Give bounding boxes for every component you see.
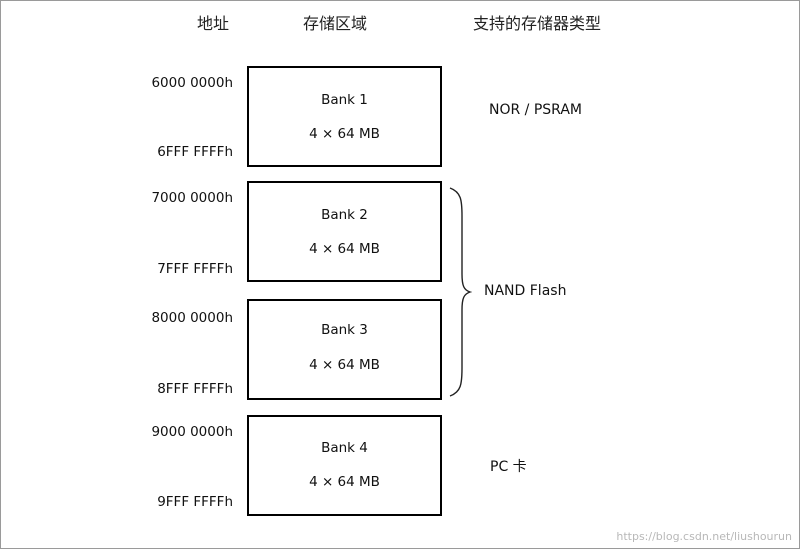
type-pc-card: PC 卡 bbox=[490, 459, 527, 475]
bank1-size: 4 × 64 MB bbox=[309, 126, 380, 142]
bank3-box: Bank 3 4 × 64 MB bbox=[247, 299, 442, 400]
bank2-box: Bank 2 4 × 64 MB bbox=[247, 181, 442, 282]
bank2-end-address: 7FFF FFFFh bbox=[157, 261, 233, 277]
header-memory-types: 支持的存储器类型 bbox=[473, 14, 602, 33]
bank3-end-address: 8FFF FFFFh bbox=[157, 381, 233, 397]
bank2-start-address: 7000 0000h bbox=[151, 190, 233, 206]
bank1-end-address: 6FFF FFFFh bbox=[157, 144, 233, 160]
bank3-start-address: 8000 0000h bbox=[151, 310, 233, 326]
header-region: 存储区域 bbox=[303, 14, 368, 33]
bank3-size: 4 × 64 MB bbox=[309, 357, 380, 373]
bank4-start-address: 9000 0000h bbox=[151, 424, 233, 440]
type-nand-flash: NAND Flash bbox=[484, 283, 567, 299]
right-brace-icon bbox=[449, 187, 472, 397]
bank1-box: Bank 1 4 × 64 MB bbox=[247, 66, 442, 167]
header-address: 地址 bbox=[197, 14, 230, 33]
bank2-name: Bank 2 bbox=[321, 207, 368, 223]
bank4-name: Bank 4 bbox=[321, 440, 368, 456]
bank1-start-address: 6000 0000h bbox=[151, 75, 233, 91]
watermark: https://blog.csdn.net/liushourun bbox=[616, 530, 792, 543]
bank4-box: Bank 4 4 × 64 MB bbox=[247, 415, 442, 516]
type-nor-psram: NOR / PSRAM bbox=[489, 102, 582, 118]
bank1-name: Bank 1 bbox=[321, 92, 368, 108]
bank4-size: 4 × 64 MB bbox=[309, 474, 380, 490]
bank2-size: 4 × 64 MB bbox=[309, 241, 380, 257]
bank4-end-address: 9FFF FFFFh bbox=[157, 494, 233, 510]
bank3-name: Bank 3 bbox=[321, 322, 368, 338]
